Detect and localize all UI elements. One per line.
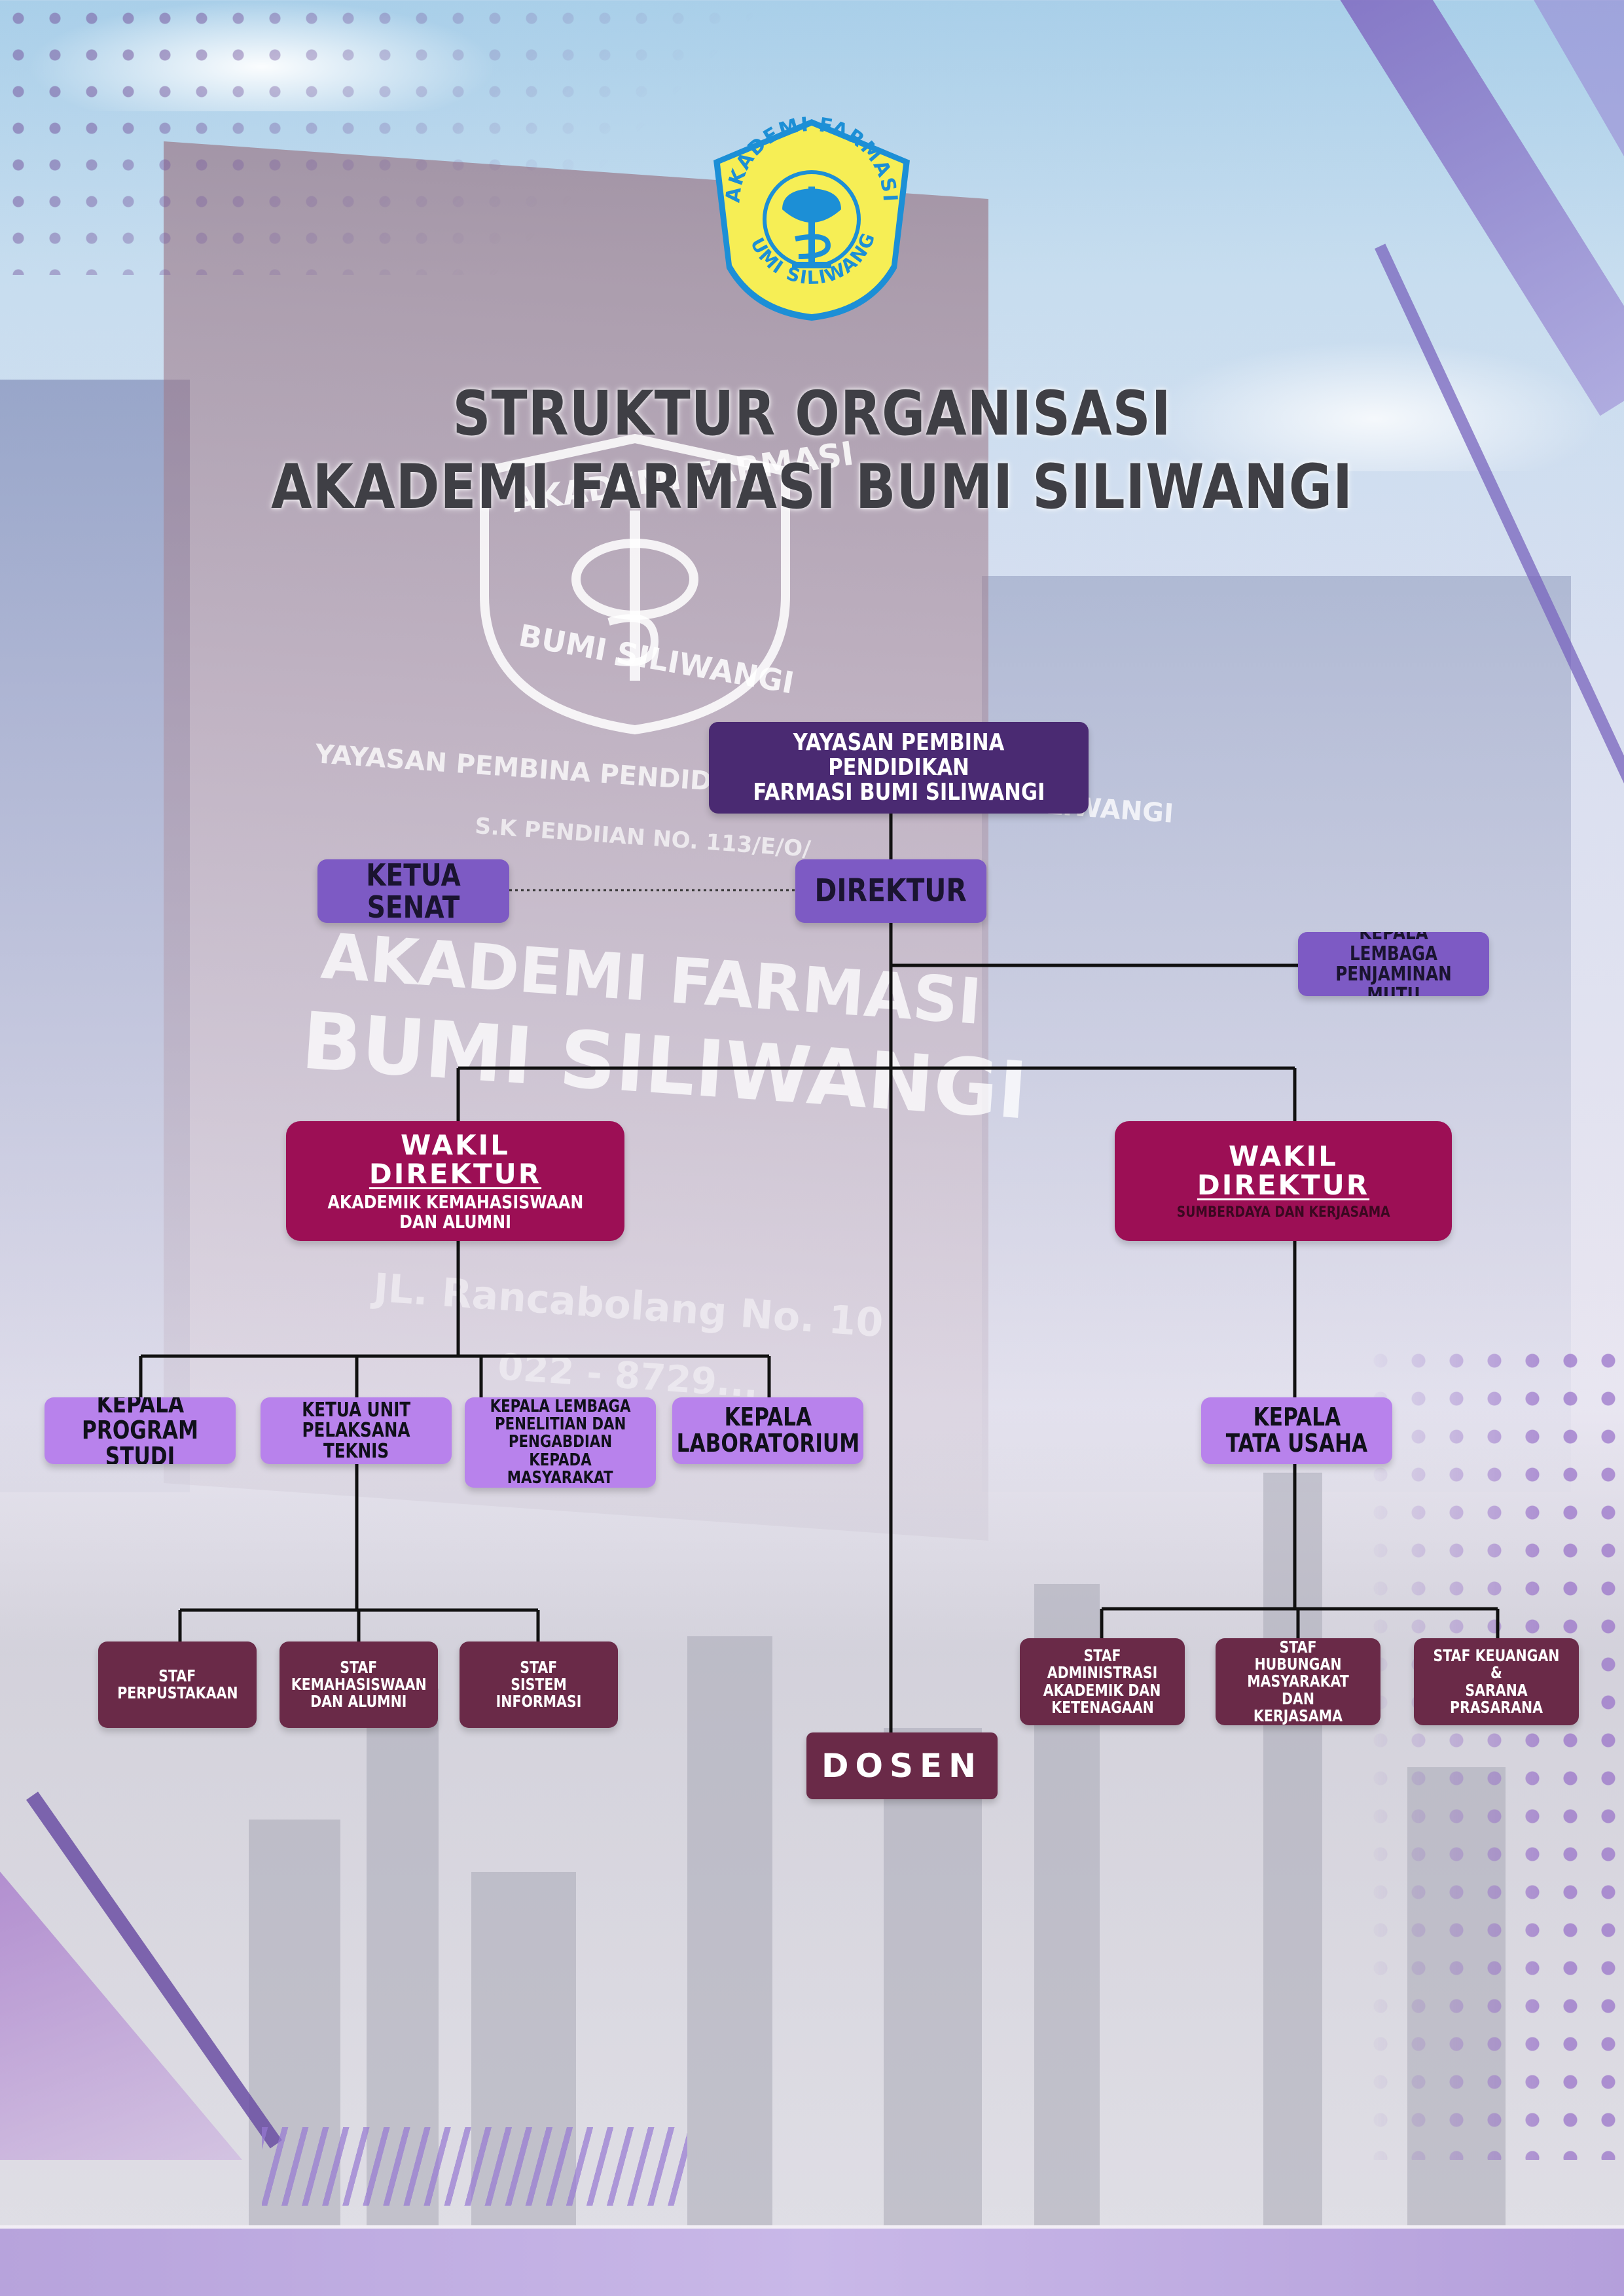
box-staf-administrasi-akademik: STAF ADMINISTRASI AKADEMIK DAN KETENAGAA…	[1020, 1638, 1185, 1725]
box-dosen: DOSEN	[806, 1732, 998, 1799]
box-label: KEPALA LEMBAGA	[490, 1397, 631, 1416]
box-label: STAF ADMINISTRASI	[1047, 1646, 1158, 1683]
box-label: PELAKSANA TEKNIS	[302, 1419, 410, 1463]
box-kepala-program-studi: KEPALA PROGRAM STUDI	[45, 1397, 236, 1464]
box-label: MASYARAKAT	[507, 1467, 613, 1488]
box-label: DIREKTUR	[1197, 1168, 1370, 1201]
box-label: TATA USAHA	[1225, 1429, 1368, 1458]
box-label: STAF	[158, 1666, 196, 1685]
box-kepala-lembaga-penjaminan-mutu: KEPALA LEMBAGA PENJAMINAN MUTU	[1298, 932, 1489, 996]
box-direktur: DIREKTUR	[795, 859, 986, 923]
box-label: PENELITIAN DAN	[494, 1414, 626, 1435]
box-label: KEMAHASISWAAN	[291, 1674, 427, 1694]
box-label: KEPALA LEMBAGA	[1350, 932, 1437, 965]
box-label: AKADEMIK DAN	[1043, 1680, 1161, 1700]
box-label: SARANA PRASARANA	[1450, 1680, 1543, 1717]
box-label: KETENAGAAN	[1051, 1697, 1154, 1717]
box-staf-sistem-informasi: STAF SISTEM INFORMASI	[460, 1641, 618, 1728]
box-label: WAKIL	[1229, 1139, 1338, 1172]
box-label: KERJASAMA	[1253, 1706, 1343, 1725]
page-subtitle: AKADEMI FARMASI BUMI SILIWANGI	[271, 452, 1353, 523]
box-yayasan: YAYASAN PEMBINA PENDIDIKAN FARMASI BUMI …	[709, 722, 1089, 814]
box-label: PENGABDIAN KEPADA	[508, 1432, 613, 1470]
box-label: STAF	[520, 1657, 558, 1677]
box-label: DIREKTUR	[369, 1158, 542, 1191]
box-label: LABORATORIUM	[676, 1429, 859, 1458]
box-label: DOSEN	[821, 1746, 983, 1785]
box-label: KEPALA	[724, 1403, 812, 1432]
box-ketua-senat: KETUA SENAT	[317, 859, 509, 923]
box-wakil-direktur-sumberdaya: WAKIL DIREKTUR SUMBERDAYA DAN KERJASAMA	[1115, 1121, 1452, 1241]
box-kepala-lembaga-penelitian: KEPALA LEMBAGA PENELITIAN DAN PENGABDIAN…	[465, 1397, 656, 1488]
box-label: KEPALA	[1253, 1403, 1341, 1432]
box-label: KETUA SENAT	[366, 859, 461, 923]
box-label: KETUA UNIT	[302, 1398, 410, 1422]
box-wakil-direktur-akademik: WAKIL DIREKTUR AKADEMIK KEMAHASISWAAN DA…	[286, 1121, 624, 1241]
box-label: STAF HUBUNGAN	[1254, 1638, 1342, 1674]
box-label: KEPALA	[96, 1397, 184, 1419]
box-label: FARMASI BUMI SILIWANGI	[752, 778, 1045, 806]
box-staf-hubungan-masyarakat: STAF HUBUNGAN MASYARAKAT DAN KERJASAMA	[1216, 1638, 1380, 1725]
box-sublabel: AKADEMIK KEMAHASISWAAN	[327, 1191, 583, 1213]
box-staf-perpustakaan: STAF PERPUSTAKAAN	[98, 1641, 257, 1728]
box-label: WAKIL	[401, 1129, 510, 1162]
box-sublabel: DAN ALUMNI	[399, 1210, 511, 1232]
box-label: DIREKTUR	[814, 872, 967, 910]
box-label: PERPUSTAKAAN	[117, 1683, 238, 1702]
box-ketua-unit-pelaksana-teknis: KETUA UNIT PELAKSANA TEKNIS	[261, 1397, 452, 1464]
box-sublabel: SUMBERDAYA DAN KERJASAMA	[1176, 1204, 1390, 1221]
box-kepala-laboratorium: KEPALA LABORATORIUM	[672, 1397, 863, 1464]
page-title: STRUKTUR ORGANISASI	[452, 378, 1172, 450]
logo: AKADEMI FARMASI BUMI SILIWANGI	[700, 105, 910, 321]
box-label: PROGRAM STUDI	[81, 1416, 199, 1464]
box-staf-keuangan: STAF KEUANGAN & SARANA PRASARANA	[1414, 1638, 1579, 1725]
box-label: STAF	[340, 1657, 378, 1677]
box-label: MASYARAKAT DAN	[1247, 1672, 1349, 1708]
box-label: STAF KEUANGAN &	[1433, 1646, 1560, 1683]
box-label: YAYASAN PEMBINA PENDIDIKAN	[793, 729, 1005, 781]
box-label: DAN ALUMNI	[310, 1692, 407, 1712]
box-kepala-tata-usaha: KEPALA TATA USAHA	[1201, 1397, 1392, 1464]
box-label: PENJAMINAN MUTU	[1335, 963, 1452, 996]
box-label: SISTEM INFORMASI	[496, 1674, 582, 1712]
box-staf-kemahasiswaan: STAF KEMAHASISWAAN DAN ALUMNI	[280, 1641, 438, 1728]
